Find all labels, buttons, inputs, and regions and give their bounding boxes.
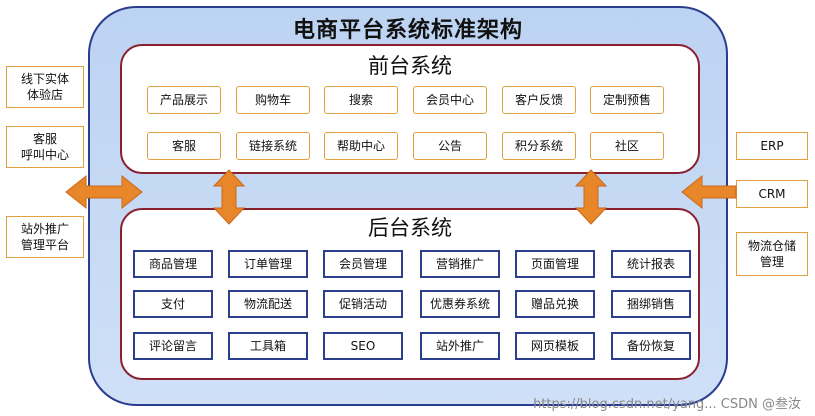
diagram-title: 电商平台系统标准架构 <box>292 18 523 43</box>
front-system-item: 客服 <box>147 132 221 160</box>
back-system-item: 备份恢复 <box>611 332 691 360</box>
left-external-box: 站外推广 管理平台 <box>6 216 84 258</box>
front-system-item: 公告 <box>413 132 487 160</box>
back-system-item: 赠品兑换 <box>515 290 595 318</box>
back-system-item: 评论留言 <box>133 332 213 360</box>
front-system-item: 链接系统 <box>236 132 310 160</box>
front-system-item: 购物车 <box>236 86 310 114</box>
back-system-item: 商品管理 <box>133 250 213 278</box>
front-system-item: 积分系统 <box>502 132 576 160</box>
back-system-item: 订单管理 <box>228 250 308 278</box>
front-system-title: 前台系统 <box>368 54 452 78</box>
right-external-box: ERP <box>736 132 808 160</box>
back-system-item: 工具箱 <box>228 332 308 360</box>
left-external-box: 线下实体 体验店 <box>6 66 84 108</box>
back-system-item: 网页模板 <box>515 332 595 360</box>
back-system-panel <box>120 208 700 380</box>
back-system-item: 支付 <box>133 290 213 318</box>
front-system-item: 会员中心 <box>413 86 487 114</box>
right-external-box: 物流仓储 管理 <box>736 232 808 276</box>
back-system-item: 捆绑销售 <box>611 290 691 318</box>
back-system-item: 营销推广 <box>420 250 500 278</box>
left-external-box: 客服 呼叫中心 <box>6 126 84 168</box>
front-system-item: 定制预售 <box>590 86 664 114</box>
back-system-item: 会员管理 <box>323 250 403 278</box>
front-system-item: 客户反馈 <box>502 86 576 114</box>
back-system-item: 物流配送 <box>228 290 308 318</box>
watermark: https://blog.csdn.net/yang... CSDN @叁汝 <box>533 397 801 412</box>
back-system-item: 促销活动 <box>323 290 403 318</box>
front-system-item: 帮助中心 <box>324 132 398 160</box>
back-system-item: 站外推广 <box>420 332 500 360</box>
back-system-title: 后台系统 <box>368 216 452 240</box>
front-system-item: 社区 <box>590 132 664 160</box>
front-system-item: 搜索 <box>324 86 398 114</box>
back-system-item: 页面管理 <box>515 250 595 278</box>
back-system-item: 优惠券系统 <box>420 290 500 318</box>
back-system-item: 统计报表 <box>611 250 691 278</box>
front-system-item: 产品展示 <box>147 86 221 114</box>
right-external-box: CRM <box>736 180 808 208</box>
back-system-item: SEO <box>323 332 403 360</box>
